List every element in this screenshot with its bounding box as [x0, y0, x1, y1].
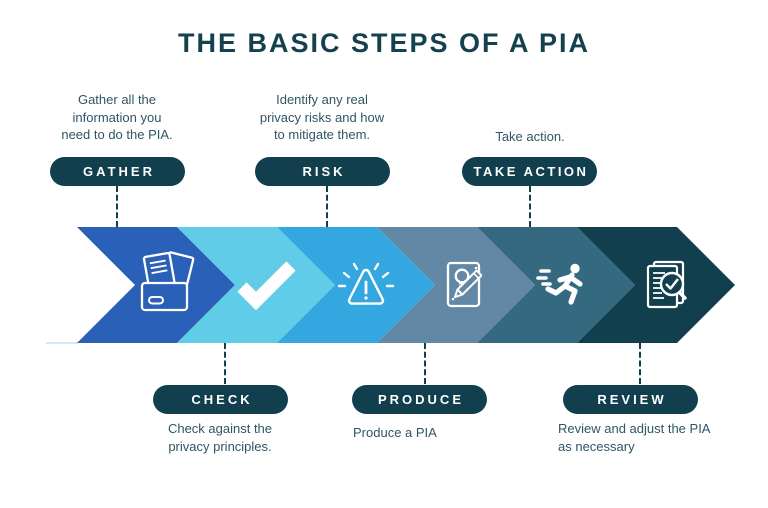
warning-triangle-icon: [337, 262, 395, 305]
connector-review: [639, 343, 641, 384]
connector-check: [224, 343, 226, 384]
take-action-pill: TAKE ACTION: [462, 157, 597, 186]
review-description: Review and adjust the PIA as necessary: [558, 421, 711, 454]
produce-pill-label: PRODUCE: [377, 392, 464, 407]
take-action-description: Take action.: [495, 129, 565, 144]
connector-risk: [326, 186, 328, 227]
check-pill-label: CHECK: [191, 392, 253, 407]
gather-pill-label: GATHER: [83, 164, 155, 179]
review-pill-label: REVIEW: [597, 392, 667, 407]
review-pill: REVIEW: [563, 385, 698, 414]
folder-documents-icon: [140, 251, 195, 312]
risk-pill-label: RISK: [302, 164, 346, 179]
page-title: THE BASIC STEPS OF A PIA: [177, 28, 591, 58]
check-description: Check against the privacy principles.: [167, 421, 273, 454]
produce-description: Produce a PIA: [353, 425, 437, 440]
running-person-icon: [536, 263, 583, 305]
chevron-take-action: [477, 227, 635, 343]
idea-document-pencil-icon: [446, 261, 483, 308]
checkmark-icon: [237, 261, 296, 311]
chevron-check: [177, 227, 335, 343]
risk-description: Identify any real privacy risks and how …: [259, 92, 385, 142]
connector-take-action: [529, 186, 531, 227]
take-action-pill-label: TAKE ACTION: [473, 164, 589, 179]
gather-pill: GATHER: [50, 157, 185, 186]
check-pill: CHECK: [153, 385, 288, 414]
risk-pill: RISK: [255, 157, 390, 186]
gather-description: Gather all the information you need to d…: [61, 92, 173, 142]
connector-produce: [424, 343, 426, 384]
connector-gather: [116, 186, 118, 227]
produce-pill: PRODUCE: [352, 385, 487, 414]
document-search-check-icon: [646, 260, 687, 309]
